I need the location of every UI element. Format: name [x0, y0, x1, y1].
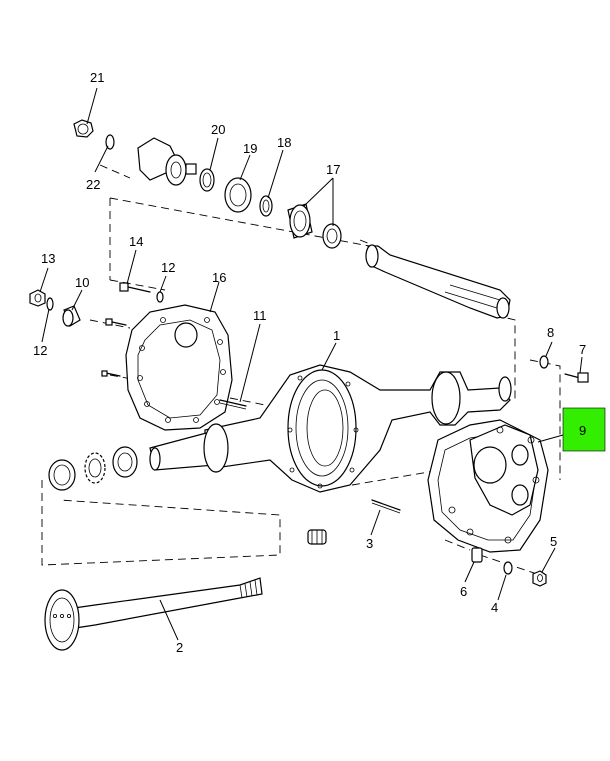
washer-4	[503, 561, 513, 575]
callout-16: 16	[212, 270, 226, 285]
yoke-flange	[137, 137, 197, 186]
callout-9: 9	[579, 423, 586, 438]
washer-8	[539, 355, 549, 369]
callout-6: 6	[460, 584, 467, 599]
washer-22	[105, 134, 115, 150]
callout-4: 4	[491, 600, 498, 615]
plug-10	[62, 305, 81, 327]
callout-12a: 12	[161, 260, 175, 275]
pinion-shaft	[365, 244, 511, 319]
oil-seal-20	[199, 168, 215, 192]
nut-5	[532, 570, 547, 587]
bolt-7	[564, 372, 589, 383]
callout-1: 1	[333, 328, 340, 343]
callout-20: 20	[211, 122, 225, 137]
spindle-nut-left	[48, 459, 76, 491]
washer-12b	[46, 297, 54, 311]
callout-2: 2	[176, 640, 183, 655]
differential-cover-16	[125, 304, 233, 431]
differential-carrier-9	[427, 419, 549, 553]
bearing-17b	[322, 223, 342, 249]
studs-near-cover	[101, 318, 127, 377]
pinion-nut-21	[73, 119, 94, 138]
callout-3: 3	[366, 536, 373, 551]
callout-10: 10	[75, 275, 89, 290]
stud-6	[471, 547, 483, 563]
callout-17: 17	[326, 162, 340, 177]
callout-22: 22	[86, 177, 100, 192]
small-bushing	[307, 529, 327, 545]
callout-12b: 12	[33, 343, 47, 358]
callout-5: 5	[550, 534, 557, 549]
axle-shaft-2	[44, 577, 263, 651]
callout-18: 18	[277, 135, 291, 150]
spindle-lock-washer	[84, 452, 106, 484]
callout-14: 14	[129, 234, 143, 249]
callout-13: 13	[41, 251, 55, 266]
callout-11: 11	[253, 308, 267, 323]
bearing-cup-19	[224, 177, 252, 213]
callout-21: 21	[90, 70, 104, 85]
ring-18	[259, 195, 273, 217]
spindle-nut-right	[112, 446, 138, 478]
stud-11	[219, 399, 247, 410]
bolt-14	[119, 282, 151, 293]
leader-lines	[39, 87, 583, 641]
callout-8: 8	[547, 325, 554, 340]
washer-12a	[156, 291, 164, 303]
nut-13	[29, 289, 46, 307]
highlight-box-9[interactable]	[562, 407, 606, 452]
stud-3	[371, 499, 401, 514]
callout-7: 7	[579, 342, 586, 357]
axle-housing-1	[149, 364, 512, 493]
bearing-17a	[287, 203, 313, 239]
callout-19: 19	[243, 141, 257, 156]
callout-labels: 21 22 20 19 18 17 14 12 16 13 10 12 11 1…	[33, 70, 586, 655]
